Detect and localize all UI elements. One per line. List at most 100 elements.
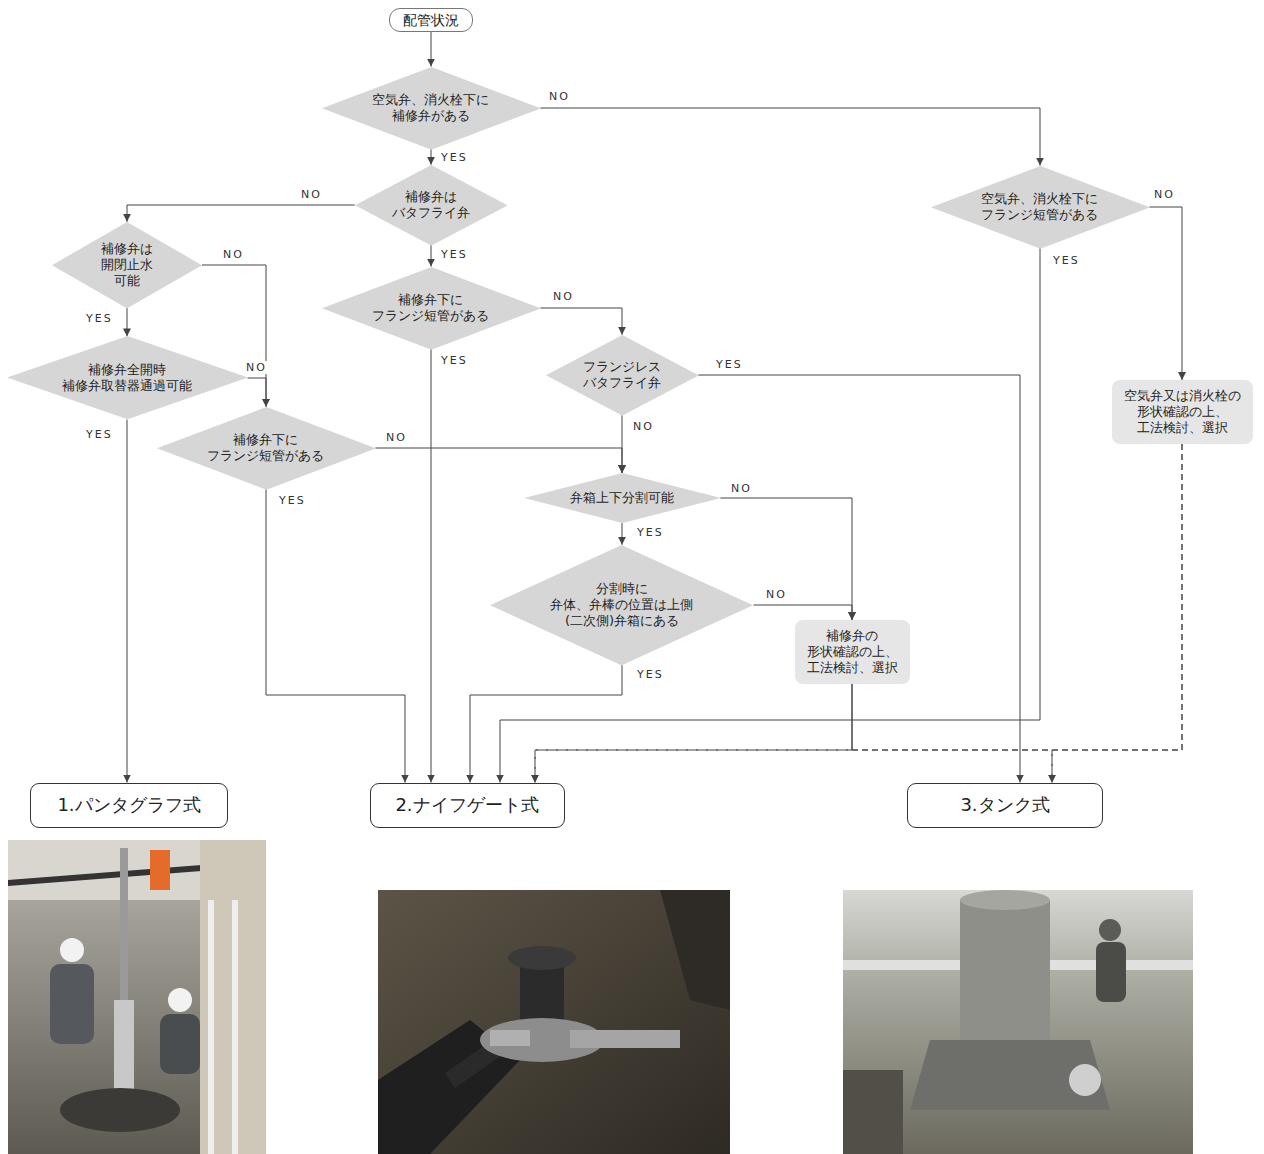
note-box: 空気弁又は消火栓の 形状確認の上、 工法検討、選択 <box>1112 380 1253 444</box>
text-line: 工法検討、選択 <box>807 660 898 675</box>
photo-knife-gate <box>378 890 730 1154</box>
flow-connector <box>540 108 1040 166</box>
connector-line <box>431 349 432 782</box>
flow-connector <box>540 308 622 335</box>
text-line: フランジ短管がある <box>981 207 1098 222</box>
connector-line <box>852 684 853 750</box>
flow-connector <box>535 444 1182 783</box>
node-text: 分割時に 弁体、弁棒の位置は上側 (二次側)弁箱にある <box>550 581 693 629</box>
flow-connector <box>754 605 853 620</box>
decision-diamond: 分割時に 弁体、弁棒の位置は上側 (二次側)弁箱にある <box>490 545 753 665</box>
connector-line <box>470 665 622 782</box>
node-text: 配管状況 <box>403 12 459 28</box>
connector-line <box>248 378 267 407</box>
connector-line <box>127 420 128 783</box>
text-line: バタフライ弁 <box>583 375 661 390</box>
decision-diamond: 弁箱上下分割可能 <box>524 473 721 523</box>
text-line: 3.タンク式 <box>960 794 1049 815</box>
text-line: 工法検討、選択 <box>1137 420 1228 435</box>
connector-line <box>852 750 1052 783</box>
edge-label: YES <box>440 151 469 164</box>
node-text: 弁箱上下分割可能 <box>570 490 674 506</box>
connector-line <box>535 444 1182 783</box>
flow-connector <box>500 248 1040 782</box>
node-text: 空気弁、消火栓下に フランジ短管がある <box>981 191 1098 223</box>
connector-line <box>266 489 405 782</box>
result-box: 2.ナイフゲート式 <box>370 783 565 828</box>
connector-line <box>535 750 852 783</box>
text-line: 補修弁は <box>101 241 153 256</box>
text-line: 開閉止水 <box>101 257 153 272</box>
flow-connector <box>127 308 128 336</box>
text-line: 可能 <box>114 273 140 288</box>
flow-connector <box>266 489 405 782</box>
connector-line <box>431 149 432 164</box>
connector-line <box>540 308 622 335</box>
text-line: (二次側)弁箱にある <box>565 613 679 628</box>
connector-line <box>1052 444 1182 783</box>
text-line: 空気弁、消火栓下に <box>372 92 489 107</box>
text-line: 補修弁全開時 <box>88 362 166 377</box>
edge-label: NO <box>730 482 753 495</box>
start-box: 配管状況 <box>389 8 473 32</box>
node-text: 2.ナイフゲート式 <box>395 794 538 816</box>
edge-label: YES <box>715 358 744 371</box>
edge-label: NO <box>1153 188 1176 201</box>
text-line: 弁体、弁棒の位置は上側 <box>550 597 693 612</box>
edge-label: YES <box>636 526 665 539</box>
text-line: 空気弁、消火栓下に <box>981 191 1098 206</box>
edge-label: YES <box>440 354 469 367</box>
text-line: 補修弁下に <box>398 292 463 307</box>
node-text: 補修弁は 開閉止水 可能 <box>101 241 153 289</box>
text-line: フランジ短管がある <box>207 448 324 463</box>
edge-label: YES <box>440 248 469 261</box>
text-line: 補修弁下に <box>233 432 298 447</box>
edge-label: YES <box>85 428 114 441</box>
flow-connector <box>431 32 432 67</box>
text-line: 補修弁取替器通過可能 <box>62 378 192 393</box>
node-text: 3.タンク式 <box>960 794 1049 816</box>
flow-connector <box>248 378 267 407</box>
edge-label: NO <box>765 588 788 601</box>
connector-line <box>622 523 623 545</box>
photo-pantograph <box>8 840 266 1154</box>
connector-line <box>127 308 128 336</box>
flow-connector <box>431 349 432 782</box>
text-line: フランジレス <box>583 359 661 374</box>
decision-diamond: 空気弁、消火栓下に 補修弁がある <box>322 67 541 150</box>
text-line: バタフライ弁 <box>392 205 470 220</box>
flow-connector <box>1149 207 1182 380</box>
text-line: 補修弁の <box>826 628 878 643</box>
node-text: 空気弁、消火栓下に 補修弁がある <box>372 92 489 124</box>
edge-label: YES <box>278 494 307 507</box>
diamond-outline <box>524 473 721 523</box>
text-line: 補修弁がある <box>392 108 470 123</box>
connector-line <box>698 375 1020 783</box>
edge-label: YES <box>85 312 114 325</box>
decision-diamond: フランジレス バタフライ弁 <box>546 335 699 416</box>
text-line: 配管状況 <box>403 12 459 28</box>
diamond-outline <box>931 166 1150 249</box>
connector-line <box>754 605 853 620</box>
flow-connector <box>1052 444 1182 783</box>
node-text: 補修弁下に フランジ短管がある <box>207 432 324 464</box>
diamond-outline <box>322 67 541 150</box>
diamond-outline <box>322 267 541 350</box>
decision-diamond: 空気弁、消火栓下に フランジ短管がある <box>931 166 1150 249</box>
note-box: 補修弁の 形状確認の上、 工法検討、選択 <box>795 620 910 684</box>
flow-connector <box>375 448 622 473</box>
decision-diamond: 補修弁は バタフライ弁 <box>355 165 508 246</box>
text-line: 分割時に <box>596 581 648 596</box>
flow-connector <box>431 149 432 164</box>
flow-connector <box>127 205 355 222</box>
connector-line <box>431 32 432 67</box>
edge-label: NO <box>632 420 655 433</box>
text-line: 2.ナイフゲート式 <box>395 794 538 815</box>
connector-line <box>375 448 622 473</box>
node-text: 補修弁の 形状確認の上、 工法検討、選択 <box>807 628 898 676</box>
text-line: 1.パンタグラフ式 <box>57 794 200 815</box>
result-box: 3.タンク式 <box>907 783 1103 828</box>
flow-connector <box>535 684 852 783</box>
diamond-outline <box>7 336 248 419</box>
